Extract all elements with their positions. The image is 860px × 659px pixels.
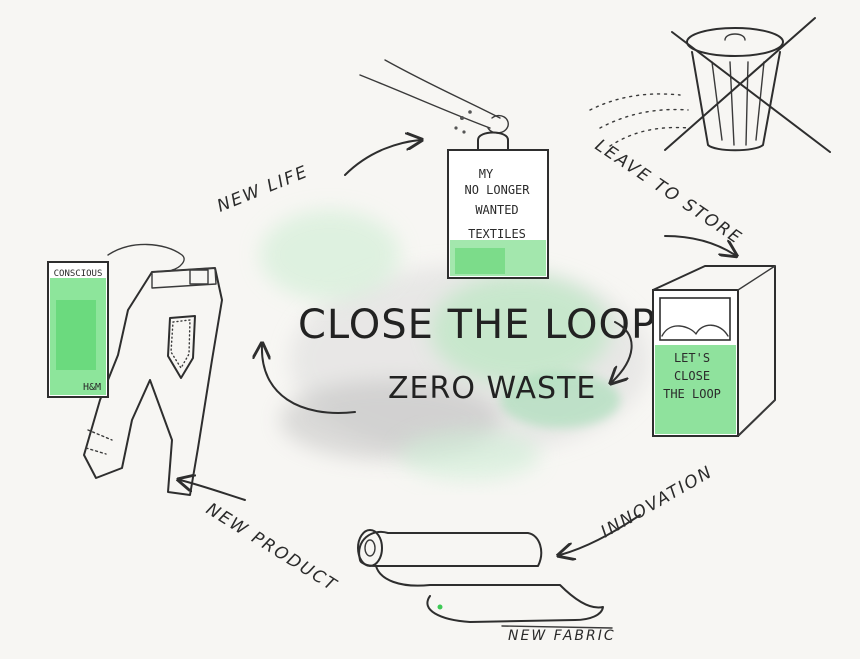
bin-text-line-1: LET'S: [674, 351, 710, 365]
step-label-leave-to-store: LEAVE TO STORE: [591, 136, 746, 249]
bag-text-line-3: WANTED: [475, 203, 518, 217]
collection-bin-icon: [652, 265, 776, 437]
arrow-leave-to-store: [664, 235, 735, 255]
watercolor-wash: [260, 210, 650, 480]
bin-text-line-2: CLOSE: [674, 369, 710, 383]
step-label-new-fabric: NEW FABRIC: [508, 628, 616, 644]
step-label-new-life: NEW LIFE: [214, 162, 311, 217]
arrow-innovation: [560, 514, 641, 555]
bag-text-line-2: NO LONGER: [464, 183, 530, 197]
tag-text-top: CONSCIOUS: [54, 269, 103, 279]
jeans-icon: [47, 243, 223, 496]
bag-text-line-1: MY: [479, 167, 494, 181]
tag-text-brand: H&M: [83, 382, 101, 393]
fabric-roll-icon: [357, 529, 604, 623]
shopping-bag-icon: [359, 59, 549, 279]
bag-text-line-4: TEXTILES: [468, 227, 526, 241]
fabric-underline: [501, 625, 613, 629]
step-label-new-product: NEW PRODUCT: [202, 499, 341, 596]
loop-arrow-left: [262, 345, 356, 414]
diagram-title: CLOSE THE LOOP.: [298, 302, 664, 348]
crossed-out-trash-can-icon: [589, 17, 831, 153]
arrow-new-product: [180, 480, 246, 501]
bin-text-line-3: THE LOOP: [663, 387, 721, 401]
arrow-new-life: [344, 140, 420, 176]
diagram-subtitle: ZERO WASTE: [388, 371, 596, 406]
loop-arrow-right: [612, 321, 633, 382]
